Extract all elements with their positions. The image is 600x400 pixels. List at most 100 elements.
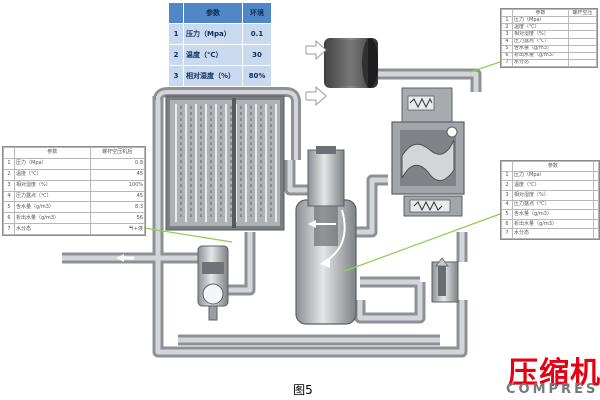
inlet-filter [324,38,378,88]
screw-compressor [391,121,465,195]
row-param: 析出水量（g/m3） [14,212,91,225]
row-index: 1 [501,16,513,25]
row-index: 1 [501,170,513,182]
row-param: 相对湿度（%） [14,179,91,192]
row-index: 3 [501,189,513,201]
row-index: 4 [501,199,513,211]
aftercooler [165,95,285,231]
row-value [567,16,598,25]
thermostatic-valve [431,257,459,303]
row-value: 0.8 [89,157,146,170]
row-param: 水分态 [512,58,569,68]
row-index: 2 [168,44,184,66]
header-cell [592,161,600,172]
table-header-row: 参数 螺杆空压机后 [3,147,146,159]
table-header-row: 参数 环境 [168,2,272,24]
row-param: 析出水量（g/m3） [512,51,569,60]
row-index: 3 [501,30,513,39]
row-param: 含水量（g/m3） [512,44,569,53]
intake-arrow-bottom-icon [305,85,327,107]
header-cell: 环境 [242,2,272,24]
row-value [592,170,600,182]
inlet-arrow-icon [116,254,134,262]
row-index: 5 [501,209,513,220]
row-index: 1 [3,157,15,170]
row-index: 2 [3,168,15,181]
row-value [567,44,598,53]
row-index: 1 [168,23,184,45]
row-index: 5 [3,201,15,214]
row-param: 水分态 [512,228,594,239]
header-cell: 参数 [183,2,243,24]
table-header-row: 参数 [501,161,600,172]
row-param: 含水量（g/m3） [512,209,594,220]
row-index: 7 [501,228,513,239]
row-index: 5 [501,44,513,53]
pressure-valve [403,195,463,217]
header-cell [501,161,513,172]
row-value: 30 [242,44,272,66]
row-index: 4 [501,37,513,46]
row-param: 温度（℃） [512,180,594,191]
row-param: 压力（Mpa） [512,16,569,25]
air-receiver-tank [295,146,357,325]
row-value: 80% [242,65,272,87]
row-param: 相对湿度（%） [512,189,594,201]
watermark-logo: 压缩机 [508,356,600,391]
row-param: 含水量（g/m3） [14,201,91,214]
row-value: 气+液 [89,223,146,235]
row-value [592,218,600,230]
row-param: 温度（℃） [183,44,243,66]
row-value: 45 [89,168,146,181]
row-value [592,199,600,211]
row-index: 2 [501,23,513,32]
row-param: 相对湿度（%） [512,30,569,39]
row-value [592,189,600,201]
header-cell: 参数 [14,147,91,159]
intake-arrow-top-icon [305,39,327,61]
header-cell: 螺杆空压 [567,8,598,18]
header-cell: 参数 [512,161,594,172]
row-value: 100% [89,179,146,192]
row-param: 压力（Mpa） [512,170,594,182]
table-row: 3 相对湿度（%） 80% [168,65,272,87]
row-index: 4 [3,190,15,203]
row-value [567,37,598,46]
header-cell: 螺杆空压机后 [89,147,146,159]
row-index: 2 [501,180,513,191]
header-cell [168,2,184,24]
row-value [567,51,598,60]
row-index: 3 [168,65,184,87]
table-row: 2 温度（℃） 30 [168,44,272,66]
row-value: 45 [89,190,146,203]
row-param: 水分态 [14,223,91,235]
table-row: 1 压力（Mpa） 0.1 [168,23,272,45]
header-cell [501,8,513,18]
table-header-row: 参数 螺杆空压 [501,8,598,18]
row-param: 压力（Mpa） [183,23,243,45]
row-value [592,209,600,220]
ambient-conditions-table: 参数 环境 1 压力（Mpa） 0.1 2 温度（℃） 30 3 相对湿度（%）… [168,2,272,87]
row-value [592,180,600,191]
row-value [592,228,600,239]
row-param: 温度（℃） [512,23,569,32]
row-param: 压力露点（℃） [512,199,594,211]
